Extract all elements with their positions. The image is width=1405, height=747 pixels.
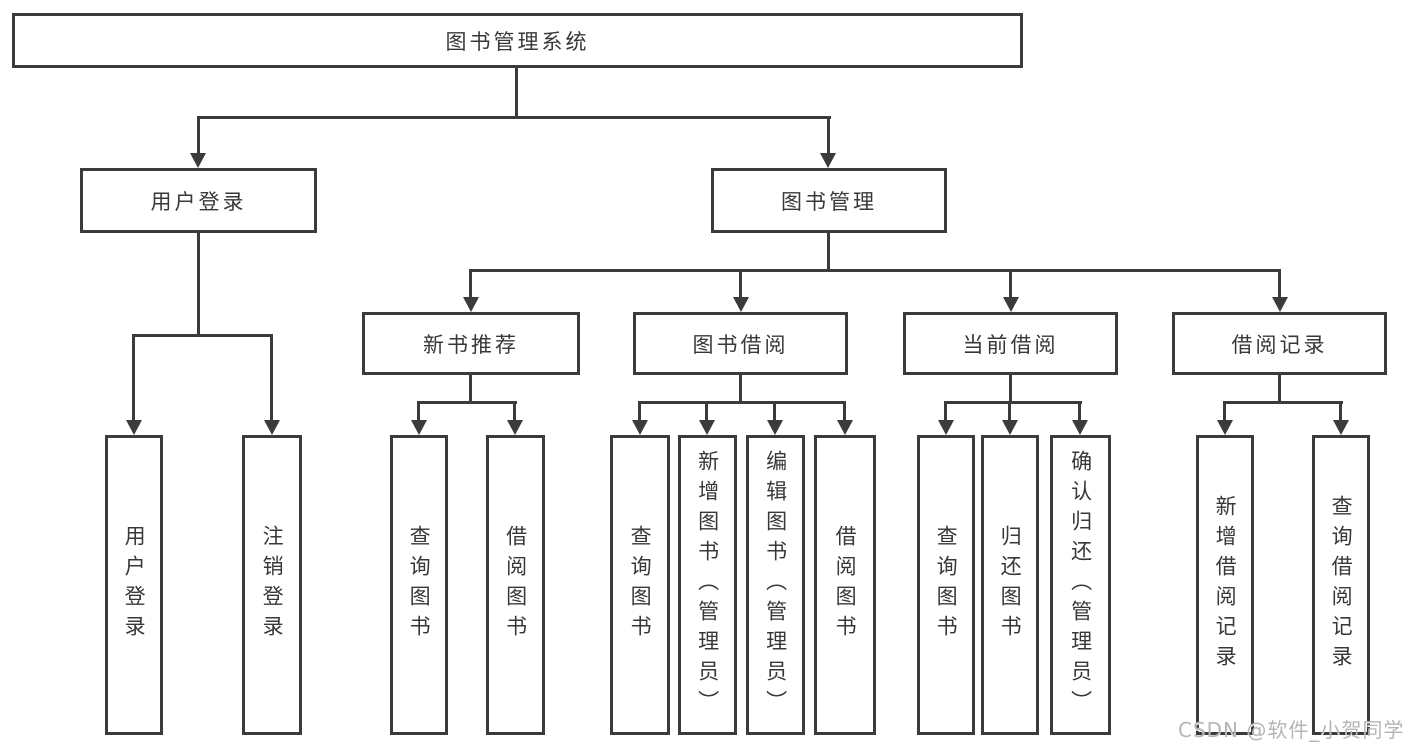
connector-drop: [1008, 401, 1011, 422]
leaf-node-query-books-3: 查询图书: [917, 435, 975, 735]
group-node-book-borrow: 图书借阅: [633, 312, 848, 375]
connector-bar: [469, 269, 1281, 272]
connector-bar: [1223, 401, 1343, 404]
connector-drop: [417, 401, 420, 422]
connector-bar: [132, 334, 273, 337]
arrow-down-icon: [837, 420, 853, 435]
csdn-watermark: CSDN @软件_小贺同学: [1178, 718, 1405, 742]
connector-stem: [1278, 375, 1281, 404]
arrow-down-icon: [126, 420, 142, 435]
group-node-label: 图书借阅: [692, 332, 789, 357]
leaf-node-label: 编辑图书（管理员）: [763, 450, 788, 720]
leaf-node-label: 借阅图书: [503, 525, 528, 645]
connector-bar: [944, 401, 1082, 404]
arrow-down-icon: [699, 420, 715, 435]
connector-drop: [827, 116, 830, 158]
group-node-current-borrow: 当前借阅: [903, 312, 1118, 375]
leaf-node-label: 新增图书（管理员）: [695, 450, 720, 720]
connector-drop: [1223, 401, 1226, 422]
arrow-down-icon: [1272, 297, 1288, 312]
arrow-down-icon: [938, 420, 954, 435]
branch-node-user-login: 用户登录: [80, 168, 317, 233]
branch-node-label: 图书管理: [781, 189, 877, 214]
leaf-node-label: 查询图书: [407, 525, 432, 645]
leaf-node-query-borrow-record: 查询借阅记录: [1312, 435, 1370, 735]
branch-node-book-management: 图书管理: [711, 168, 947, 233]
leaf-node-label: 归还图书: [998, 525, 1023, 645]
arrow-down-icon: [190, 153, 206, 168]
leaf-node-label: 查询图书: [628, 525, 653, 645]
root-node-library-system: 图书管理系统: [12, 13, 1023, 68]
arrow-down-icon: [264, 420, 280, 435]
connector-bar: [197, 116, 831, 119]
leaf-node-query-books-2: 查询图书: [610, 435, 670, 735]
leaf-node-label: 借阅图书: [833, 525, 858, 645]
arrow-down-icon: [411, 420, 427, 435]
arrow-down-icon: [507, 420, 523, 435]
leaf-node-label: 确认归还（管理员）: [1068, 450, 1093, 720]
arrow-down-icon: [1072, 420, 1088, 435]
arrow-down-icon: [820, 153, 836, 168]
connector-drop: [843, 401, 846, 422]
connector-drop: [1278, 269, 1281, 301]
connector-stem: [827, 233, 830, 272]
arrow-down-icon: [1217, 420, 1233, 435]
connector-drop: [197, 116, 200, 158]
connector-drop: [944, 401, 947, 422]
leaf-node-logout: 注销登录: [242, 435, 302, 735]
arrow-down-icon: [632, 420, 648, 435]
connector-drop: [739, 269, 742, 301]
connector-stem: [1009, 375, 1012, 404]
connector-drop: [132, 334, 135, 422]
arrow-down-icon: [733, 297, 749, 312]
arrow-down-icon: [1002, 420, 1018, 435]
leaf-node-confirm-return-admin: 确认归还（管理员）: [1050, 435, 1111, 735]
arrow-down-icon: [1003, 297, 1019, 312]
leaf-node-user-login: 用户登录: [105, 435, 163, 735]
connector-drop: [1078, 401, 1081, 422]
leaf-node-label: 查询图书: [934, 525, 959, 645]
connector-bar: [417, 401, 517, 404]
connector-drop: [469, 269, 472, 301]
arrow-down-icon: [463, 297, 479, 312]
connector-bar: [638, 401, 846, 404]
leaf-node-label: 查询借阅记录: [1329, 495, 1354, 675]
group-node-borrow-records: 借阅记录: [1172, 312, 1387, 375]
group-node-label: 当前借阅: [962, 332, 1059, 357]
leaf-node-label: 新增借阅记录: [1213, 495, 1238, 675]
connector-drop: [1009, 269, 1012, 301]
group-node-new-book-recommend: 新书推荐: [362, 312, 580, 375]
arrow-down-icon: [767, 420, 783, 435]
group-node-label: 借阅记录: [1231, 332, 1328, 357]
connector-stem: [469, 375, 472, 404]
connector-drop: [638, 401, 641, 422]
connector-drop: [773, 401, 776, 422]
connector-stem: [515, 68, 518, 119]
group-node-label: 新书推荐: [423, 332, 519, 357]
leaf-node-borrow-books-1: 借阅图书: [486, 435, 545, 735]
leaf-node-return-books: 归还图书: [981, 435, 1039, 735]
leaf-node-label: 注销登录: [260, 525, 285, 645]
leaf-node-edit-books-admin: 编辑图书（管理员）: [746, 435, 805, 735]
connector-stem: [197, 233, 200, 337]
leaf-node-add-books-admin: 新增图书（管理员）: [678, 435, 737, 735]
leaf-node-label: 用户登录: [122, 525, 147, 645]
connector-stem: [739, 375, 742, 404]
leaf-node-query-books-1: 查询图书: [390, 435, 448, 735]
arrow-down-icon: [1333, 420, 1349, 435]
connector-drop: [705, 401, 708, 422]
root-node-label: 图书管理系统: [445, 29, 590, 54]
connector-drop: [270, 334, 273, 422]
leaf-node-add-borrow-record: 新增借阅记录: [1196, 435, 1254, 735]
connector-drop: [1339, 401, 1342, 422]
branch-node-label: 用户登录: [150, 189, 247, 214]
leaf-node-borrow-books-2: 借阅图书: [814, 435, 876, 735]
connector-drop: [513, 401, 516, 422]
